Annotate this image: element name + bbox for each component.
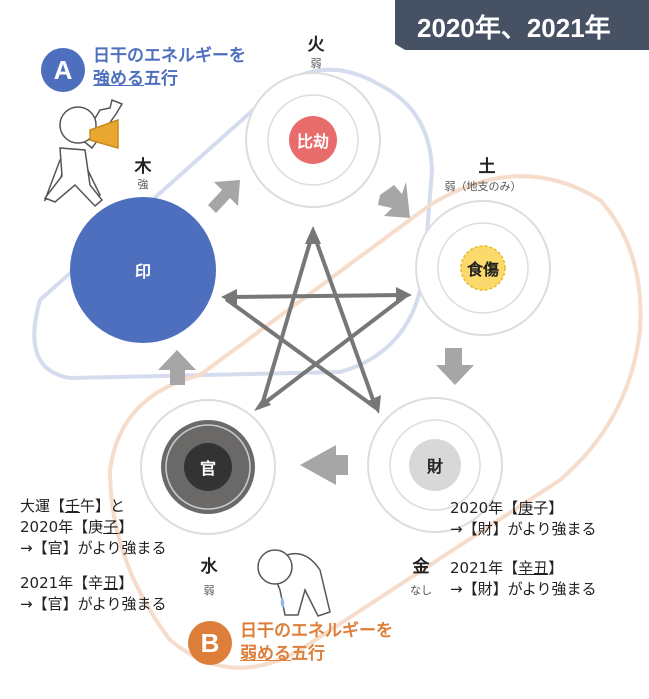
note-text: 壬 [65, 497, 81, 515]
note-text: 】 [548, 559, 564, 577]
group-a-emphasis: 強める [93, 69, 144, 89]
earth-core-label: 食傷 [466, 260, 500, 279]
earth-strength: 弱（地支のみ） [444, 180, 522, 193]
notes-right: 2020年【庚子】 →【財】がより強まる 2021年【辛丑】 →【財】がより強ま… [450, 498, 597, 600]
water-strength: 弱 [203, 584, 215, 597]
star-arrowheads [221, 226, 412, 414]
earth-circle [415, 200, 551, 336]
earth-label: 土 [478, 157, 496, 177]
arrow-water-wood [158, 350, 196, 385]
note-text: 2020年【 [450, 499, 519, 517]
metal-label: 金 [412, 557, 430, 577]
group-a-line1: 日干のエネルギーを [93, 46, 246, 66]
group-b-badge: B [188, 621, 232, 665]
note-text: 2020年【庚 [20, 518, 104, 536]
note-text: 庚 [518, 499, 534, 517]
group-a-loop [32, 67, 435, 381]
note-text: 子 [103, 518, 119, 536]
wood-core-label: 印 [134, 262, 152, 281]
group-b-loop [107, 174, 643, 670]
water-core-label: 官 [199, 459, 217, 478]
cycle-arrows [158, 180, 474, 485]
metal-circle [367, 397, 503, 533]
note-text: 2021年【 [450, 559, 519, 577]
group-a-suffix: 五行 [144, 69, 178, 89]
fire-circle [245, 72, 381, 208]
note-text: 2021年【辛 [20, 574, 104, 592]
note-text: 辛丑 [518, 559, 549, 577]
notes-left: 大運【壬午】と 2020年【庚子】 →【官】がより強まる 2021年【辛丑】 →… [20, 496, 167, 615]
group-b-suffix: 五行 [291, 644, 325, 664]
water-label: 水 [200, 557, 218, 577]
note-text: 子】 [533, 499, 564, 517]
fire-label: 火 [307, 35, 325, 55]
note-text: →【官】がより強まる [20, 595, 167, 613]
note-text: 午】と [80, 497, 126, 515]
note-text: 丑 [103, 574, 119, 592]
fire-strength: 弱 [310, 57, 322, 70]
group-b-caption: 日干のエネルギーを 弱める五行 [240, 620, 393, 666]
page-title: 2020年、2021年 [417, 13, 611, 43]
arrow-earth-metal [436, 348, 474, 385]
cheering-person-icon [43, 98, 124, 208]
metal-core-label: 財 [426, 457, 444, 476]
arrow-metal-water [300, 445, 348, 485]
wood-label: 木 [134, 157, 152, 177]
control-star [224, 231, 406, 410]
arrow-wood-fire [208, 180, 240, 213]
note-text: →【官】がより強まる [20, 539, 167, 557]
fire-core-label: 比劫 [296, 132, 330, 151]
group-b-emphasis: 弱める [240, 644, 291, 664]
group-a-caption: 日干のエネルギーを 強める五行 [93, 45, 246, 91]
water-circle [140, 399, 276, 535]
crying-person-icon [257, 549, 331, 617]
arrow-fire-earth [378, 182, 410, 218]
group-b-line1: 日干のエネルギーを [240, 621, 393, 641]
title-banner: 2020年、2021年 [395, 0, 649, 50]
group-a-badge: A [41, 48, 85, 92]
wood-circle [70, 197, 216, 343]
note-text: →【財】がより強まる [450, 520, 597, 538]
wood-strength: 強 [137, 178, 149, 191]
note-text: 】 [118, 574, 134, 592]
note-text: 】 [118, 518, 134, 536]
note-text: 大運【 [20, 497, 66, 515]
note-text: →【財】がより強まる [450, 580, 597, 598]
metal-strength: なし [410, 584, 432, 597]
